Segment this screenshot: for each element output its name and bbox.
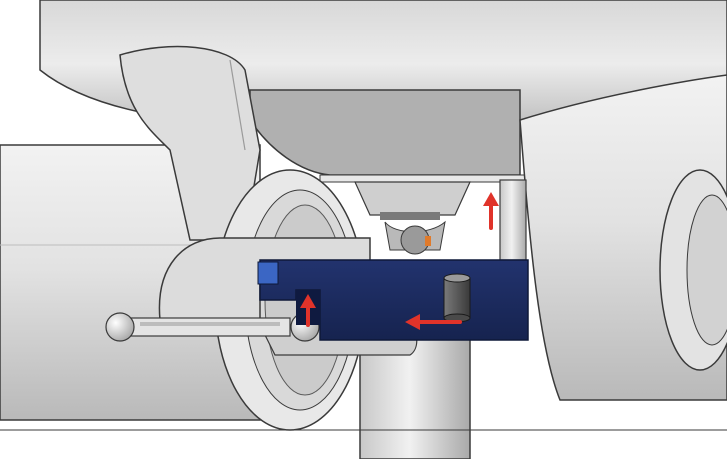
arrow-up-icon	[483, 192, 499, 230]
right-shaft	[519, 74, 727, 401]
arrow-up-icon	[300, 294, 316, 327]
cylinder-pin	[443, 273, 471, 323]
center-bearing	[354, 181, 471, 255]
arrow-left-icon	[405, 314, 462, 330]
vertical-post	[499, 179, 527, 261]
